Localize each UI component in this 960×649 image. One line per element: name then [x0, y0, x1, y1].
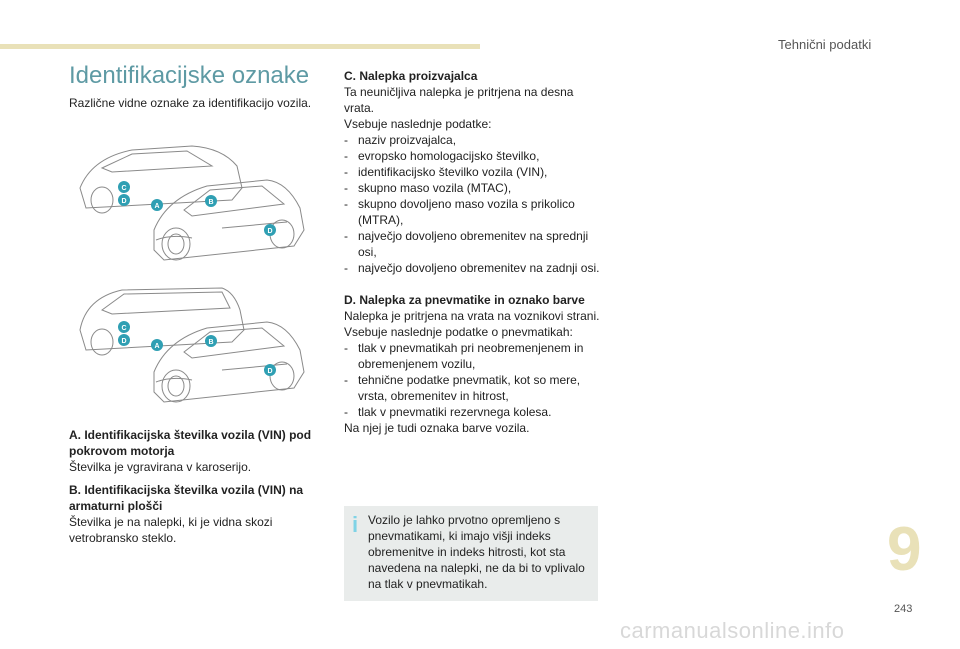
car-illustration-estate: [79, 287, 305, 403]
item-a: A. Identifikacijska številka vozila (VIN…: [69, 427, 329, 475]
list-item: skupno maso vozila (MTAC),: [344, 180, 600, 196]
info-text: Vozilo je lahko prvotno opremljeno s pne…: [368, 513, 585, 591]
info-box: i Vozilo je lahko prvotno opremljeno s p…: [344, 506, 598, 601]
list-item: evropsko homologacijsko številko,: [344, 148, 600, 164]
top-accent-bar: [0, 44, 480, 49]
item-c-line2: Vsebuje naslednje podatke:: [344, 117, 492, 131]
section-title: Tehnični podatki: [778, 37, 872, 52]
item-d: D. Nalepka za pnevmatike in oznako barve…: [344, 292, 600, 436]
list-item: tlak v pnevmatikah pri neobremenjenem in…: [344, 340, 600, 372]
item-b: B. Identifikacijska številka vozila (VIN…: [69, 482, 329, 546]
list-item: naziv proizvajalca,: [344, 132, 600, 148]
list-item: skupno dovoljeno maso vozila s prikolico…: [344, 196, 600, 228]
list-item: tehnične podatke pnevmatik, kot so mere,…: [344, 372, 600, 404]
intro-text: Različne vidne oznake za identifikacijo …: [69, 96, 312, 110]
item-c: C. Nalepka proizvajalca Ta neuničljiva n…: [344, 68, 600, 276]
item-a-body: Številka je vgravirana v karoserijo.: [69, 460, 252, 474]
item-c-line1: Ta neuničljiva nalepka je pritrjena na d…: [344, 85, 574, 115]
list-item: identifikacijsko številko vozila (VIN),: [344, 164, 600, 180]
item-c-heading: C. Nalepka proizvajalca: [344, 69, 478, 83]
page-number: 243: [894, 603, 913, 615]
item-d-footer: Na njej je tudi oznaka barve vozila.: [344, 421, 530, 435]
info-icon: i: [352, 512, 359, 537]
page-title: Identifikacijske oznake: [69, 62, 310, 89]
list-item: tlak v pnevmatiki rezervnega kolesa.: [344, 404, 600, 420]
list-item: največjo dovoljeno obremenitev na zadnji…: [344, 260, 600, 276]
item-d-heading: D. Nalepka za pnevmatike in oznako barve: [344, 293, 585, 307]
item-b-heading: B. Identifikacijska številka vozila (VIN…: [69, 483, 304, 513]
item-a-heading: A. Identifikacijska številka vozila (VIN…: [69, 428, 312, 458]
item-c-list: naziv proizvajalca, evropsko homologacij…: [344, 132, 600, 276]
item-b-body: Številka je na nalepki, ki je vidna skoz…: [69, 515, 273, 545]
car-illustration-sedan: [79, 145, 305, 261]
item-d-line2: Vsebuje naslednje podatke o pnevmatikah:: [344, 325, 573, 339]
item-d-list: tlak v pnevmatikah pri neobremenjenem in…: [344, 340, 600, 420]
chapter-number: 9: [887, 515, 922, 584]
list-item: največjo dovoljeno obremenitev na spredn…: [344, 228, 600, 260]
item-d-line1: Nalepka je pritrjena na vrata na vozniko…: [344, 309, 600, 323]
watermark: carmanualsonline.info: [620, 618, 845, 643]
